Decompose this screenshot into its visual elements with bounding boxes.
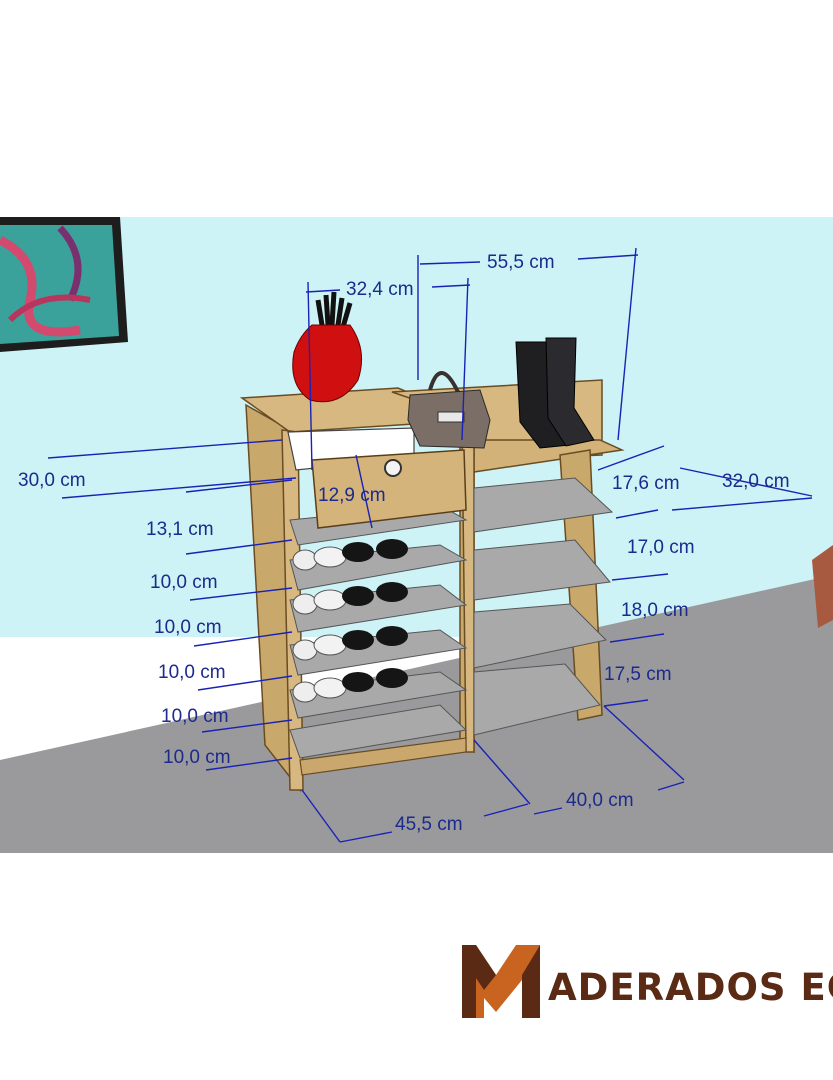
shoes-row-2: [292, 582, 408, 615]
dim-label-top-width: 55,5 cm: [487, 252, 555, 273]
dim-label-bottom-right-width: 40,0 cm: [566, 790, 634, 811]
left-cabinet-base: [299, 737, 467, 776]
wall-painting: [0, 217, 128, 352]
shoe-rack: [239, 291, 625, 793]
right-shelf-3: [473, 603, 608, 669]
dim-label-shelf-gap-1: 13,1 cm: [146, 519, 214, 540]
shoes-row-3: [292, 626, 408, 661]
dimension-lines: [47, 247, 813, 843]
dim-label-bottom-left-width: 45,5 cm: [395, 814, 463, 835]
brick-wall-edge: [812, 545, 833, 628]
shoes-row-4: [292, 668, 408, 703]
drawer: [287, 427, 467, 529]
dim-label-right-gap-2: 17,0 cm: [627, 537, 695, 558]
dim-label-left-depth: 30,0 cm: [18, 470, 86, 491]
dim-label-drawer-width: 32,4 cm: [346, 279, 414, 300]
right-shelf-2: [473, 539, 611, 601]
dim-label-shelf-gap-2: 10,0 cm: [150, 572, 218, 593]
dim-label-right-depth: 32,0 cm: [722, 471, 790, 492]
dim-label-shelf-gap-6: 10,0 cm: [163, 747, 231, 768]
logo-m-mark: [462, 945, 540, 1018]
right-shelf-4: [473, 663, 601, 736]
right-shelf-1: [473, 477, 614, 533]
dim-label-shelf-gap-4: 10,0 cm: [158, 662, 226, 683]
logo-wordmark: ADERADOS EC: [548, 966, 833, 1009]
handbag: [407, 371, 491, 449]
left-shelf-6: [289, 704, 468, 759]
boots: [515, 337, 595, 449]
dim-label-drawer-height: 12,9 cm: [318, 485, 386, 506]
dim-label-right-gap-4: 17,5 cm: [604, 664, 672, 685]
dim-label-shelf-gap-3: 10,0 cm: [154, 617, 222, 638]
dim-label-right-top-gap: 17,6 cm: [612, 473, 680, 494]
dim-label-shelf-gap-5: 10,0 cm: [161, 706, 229, 727]
maderados-logo: ADERADOS EC: [462, 945, 833, 1018]
dim-label-right-gap-3: 18,0 cm: [621, 600, 689, 621]
shoes-row-1: [292, 539, 408, 571]
drawer-knob: [384, 459, 402, 477]
